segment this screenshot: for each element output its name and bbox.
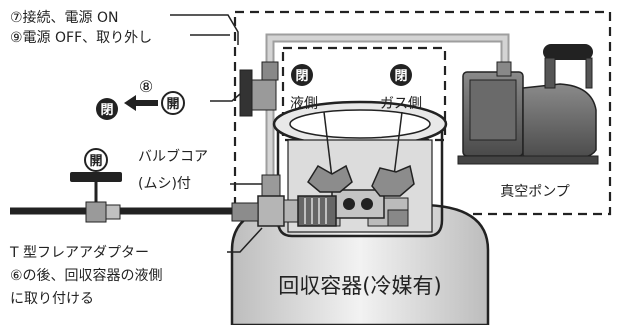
vacuum-pump-label: 真空ポンプ bbox=[500, 184, 570, 200]
badge-open-left-valve: 開 bbox=[84, 148, 108, 172]
step-8-label: ⑧ bbox=[139, 77, 153, 96]
svg-text:閉: 閉 bbox=[100, 103, 113, 118]
after-step-6-label-2: に取り付ける bbox=[10, 291, 94, 307]
left-arrow-icon bbox=[124, 95, 158, 111]
pump-dashed-box bbox=[233, 10, 612, 216]
badge-closed-left: 閉 bbox=[96, 98, 118, 120]
charge-hose bbox=[10, 172, 232, 223]
svg-text:閉: 閉 bbox=[295, 69, 308, 84]
svg-text:開: 開 bbox=[166, 97, 179, 112]
badge-open-right: 開 bbox=[161, 91, 185, 115]
t-adapter-label: T 型フレアアダプター bbox=[9, 245, 149, 261]
svg-text:開: 開 bbox=[89, 154, 102, 169]
valve-core-label-2: (ムシ)付 bbox=[138, 176, 191, 192]
after-step-6-label-1: ⑥の後、回収容器の液側 bbox=[10, 267, 163, 284]
badge-closed-gas: 閉 bbox=[390, 64, 412, 86]
hose-end-valve[interactable] bbox=[239, 61, 279, 117]
valve-core-label-1: バルブコア bbox=[138, 148, 208, 165]
t-flare-adapter bbox=[231, 174, 337, 227]
power-off-remove-label: ⑨電源 OFF、取り外し bbox=[10, 30, 152, 46]
gas-side-valve[interactable] bbox=[371, 111, 415, 197]
badge-closed-liquid: 閉 bbox=[291, 64, 313, 86]
connect-power-on-label: ⑦接続、電源 ON bbox=[10, 9, 119, 26]
leader-lines bbox=[170, 14, 263, 253]
liquid-side-valve[interactable] bbox=[307, 111, 353, 193]
gas-side-label: ガス側 bbox=[380, 96, 422, 112]
liquid-side-label: 液側 bbox=[290, 96, 318, 112]
svg-text:閉: 閉 bbox=[394, 69, 407, 84]
container-label: 回収容器(冷媒有) bbox=[278, 274, 441, 298]
vacuum-pump bbox=[457, 44, 599, 165]
